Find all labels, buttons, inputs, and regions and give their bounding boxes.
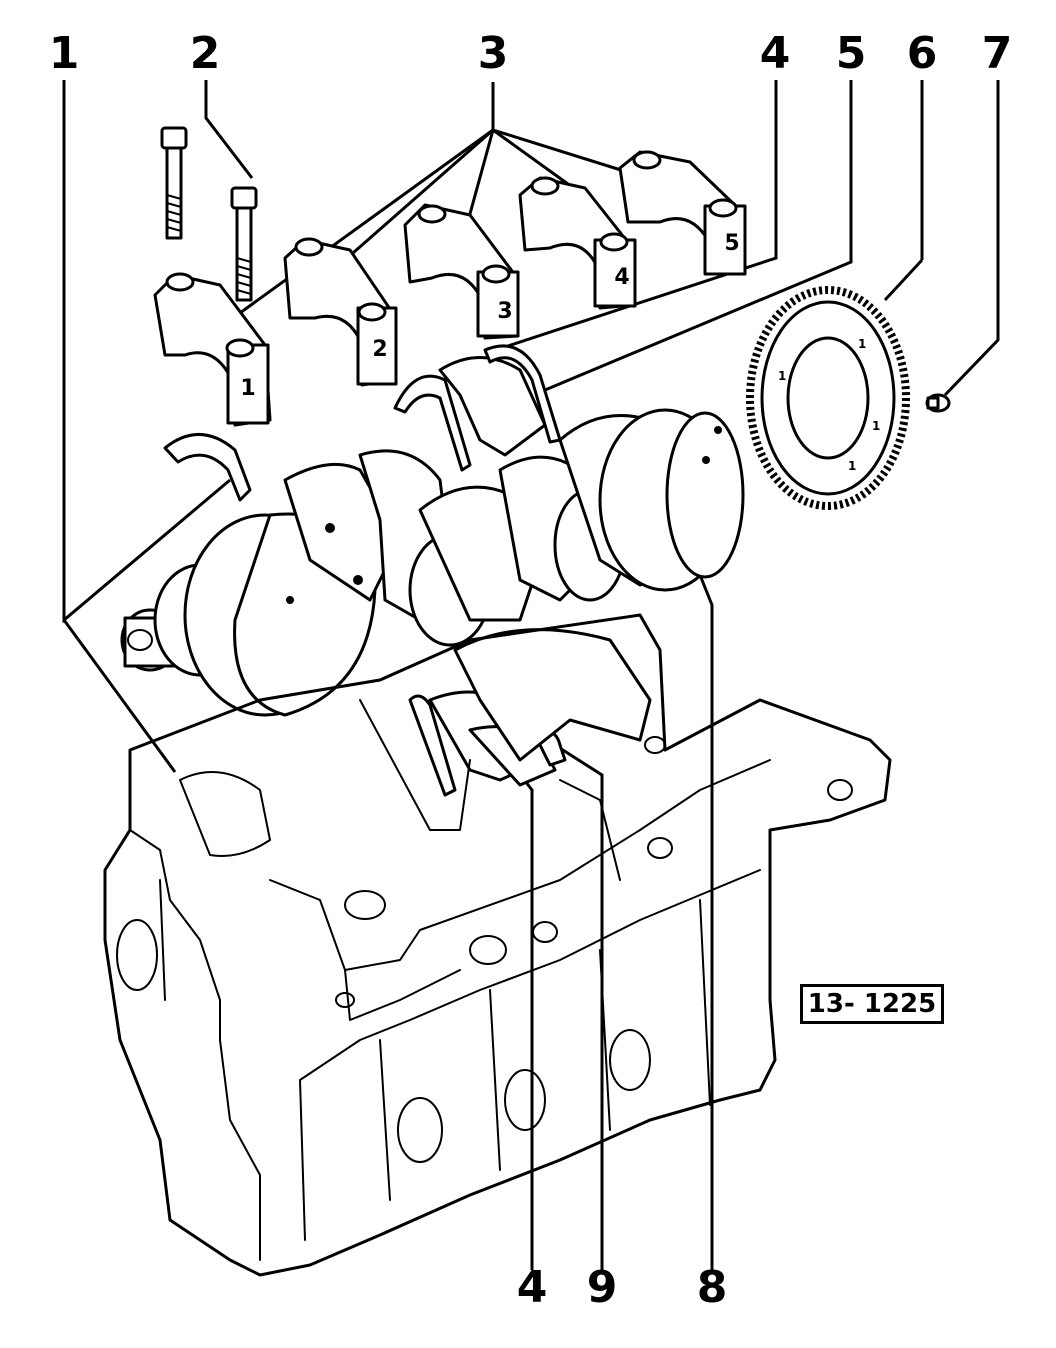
bolt-left xyxy=(160,126,188,240)
callout-4-bottom: 4 xyxy=(517,1262,548,1313)
bearing-shell-1 xyxy=(163,433,252,502)
bearing-cap-3: 3 xyxy=(403,203,520,340)
flywheel-mark-3: 1 xyxy=(872,419,880,433)
bearing-cap-2: 2 xyxy=(283,237,398,387)
center-bearing-shell-with-thrust xyxy=(393,344,562,472)
upper-bearing-shells xyxy=(163,344,562,502)
flywheel-mark-2: 1 xyxy=(858,337,866,351)
callout-4-top: 4 xyxy=(760,28,791,79)
flywheel-mark-4: 1 xyxy=(848,459,856,473)
bearing-cap-2-number: 2 xyxy=(372,337,387,362)
bearing-cap-1: 1 xyxy=(153,272,272,427)
callout-5: 5 xyxy=(836,28,867,79)
engine-block xyxy=(103,613,892,1277)
figure-reference-label: 13- 1225 xyxy=(800,984,944,1024)
bearing-cap-3-number: 3 xyxy=(497,299,512,324)
crankshaft xyxy=(120,408,745,717)
callout-2: 2 xyxy=(190,28,221,79)
callout-8: 8 xyxy=(697,1262,728,1313)
bearing-cap-5: 5 xyxy=(618,150,747,276)
callout-7: 7 xyxy=(982,28,1013,79)
bearing-cap-1-number: 1 xyxy=(240,376,255,401)
flywheel-screw xyxy=(925,393,951,413)
main-bearing-bolts xyxy=(160,126,258,302)
callout-6: 6 xyxy=(907,28,938,79)
bearing-cap-4-number: 4 xyxy=(614,265,629,290)
bearing-caps: 1 2 3 4 5 xyxy=(153,150,747,427)
bearing-cap-5-number: 5 xyxy=(724,231,739,256)
flywheel-mark-1: 1 xyxy=(778,369,786,383)
callout-1: 1 xyxy=(49,28,80,79)
bearing-cap-4: 4 xyxy=(518,176,637,310)
callout-3: 3 xyxy=(478,28,509,79)
bolt-right xyxy=(230,186,258,302)
lower-thrust-bearing xyxy=(408,628,652,797)
flywheel-ring-gear: 1 1 1 1 xyxy=(746,286,910,510)
callout-9: 9 xyxy=(587,1262,618,1313)
leader-lines xyxy=(62,80,1000,1270)
